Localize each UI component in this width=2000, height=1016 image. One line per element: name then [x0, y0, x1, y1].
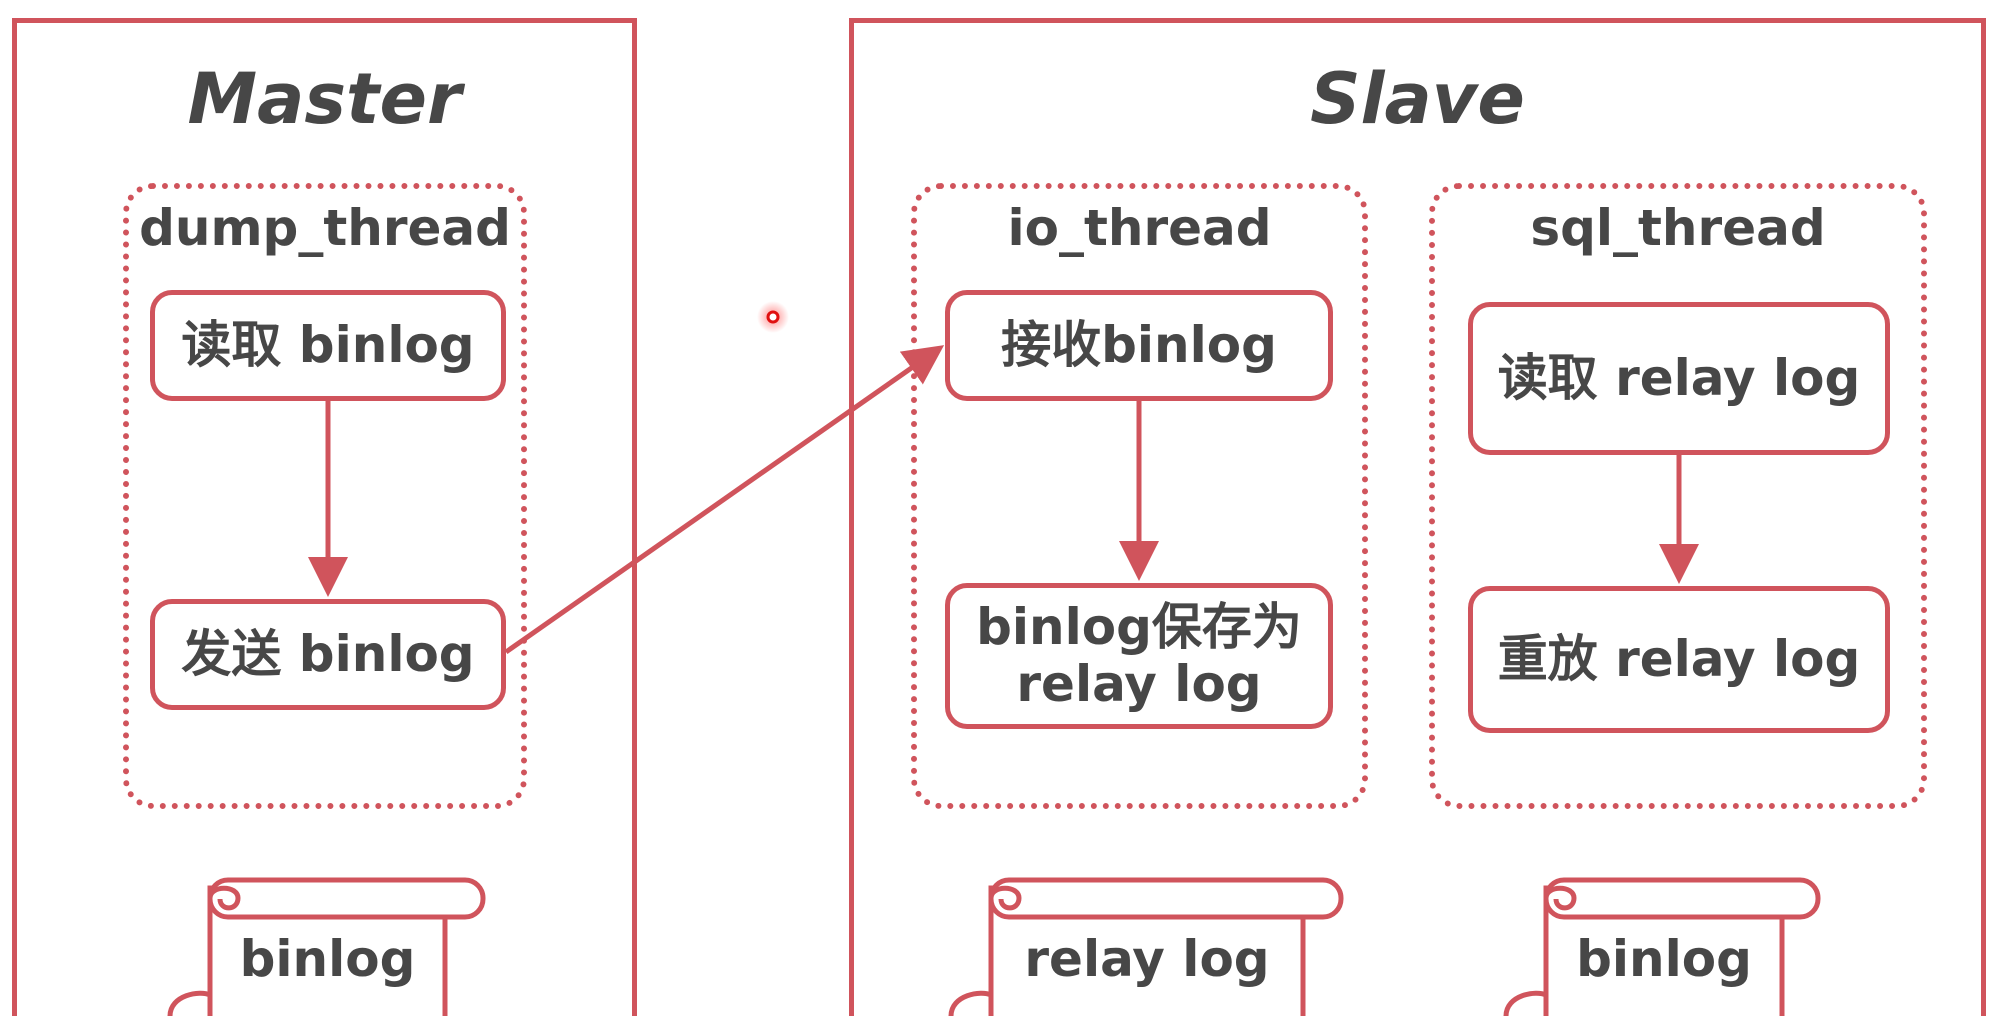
master-title: Master [187, 58, 462, 140]
slave-title: Slave [1310, 58, 1525, 140]
save-relay-log-step: binlog保存为 relay log [945, 583, 1333, 729]
sql-thread-title: sql_thread [1530, 199, 1826, 257]
save-relay-log-label-line2: relay log [1016, 655, 1262, 713]
save-relay-log-label-line1: binlog保存为 [976, 597, 1302, 656]
slave-binlog-label: binlog [1576, 930, 1752, 988]
replay-relay-log-step: 重放 relay log [1468, 586, 1890, 733]
sql-thread-group: sql_thread [1429, 183, 1927, 809]
dump-thread-group: dump_thread [123, 183, 527, 809]
master-binlog-label: binlog [239, 930, 416, 988]
slave-relay-log-label: relay log [1024, 930, 1270, 988]
receive-binlog-label: 接收binlog [1001, 315, 1277, 374]
read-binlog-step: 读取 binlog [150, 290, 506, 401]
read-relay-log-step: 读取 relay log [1468, 302, 1890, 455]
laser-pointer-icon [757, 301, 789, 333]
read-binlog-label: 读取 binlog [181, 315, 475, 374]
io-thread-title: io_thread [1007, 199, 1272, 257]
send-binlog-step: 发送 binlog [150, 599, 506, 710]
read-relay-log-label: 读取 relay log [1497, 348, 1861, 407]
receive-binlog-step: 接收binlog [945, 290, 1333, 401]
send-binlog-label: 发送 binlog [181, 624, 475, 683]
replay-relay-log-label: 重放 relay log [1497, 629, 1861, 688]
dump-thread-title: dump_thread [139, 199, 511, 257]
